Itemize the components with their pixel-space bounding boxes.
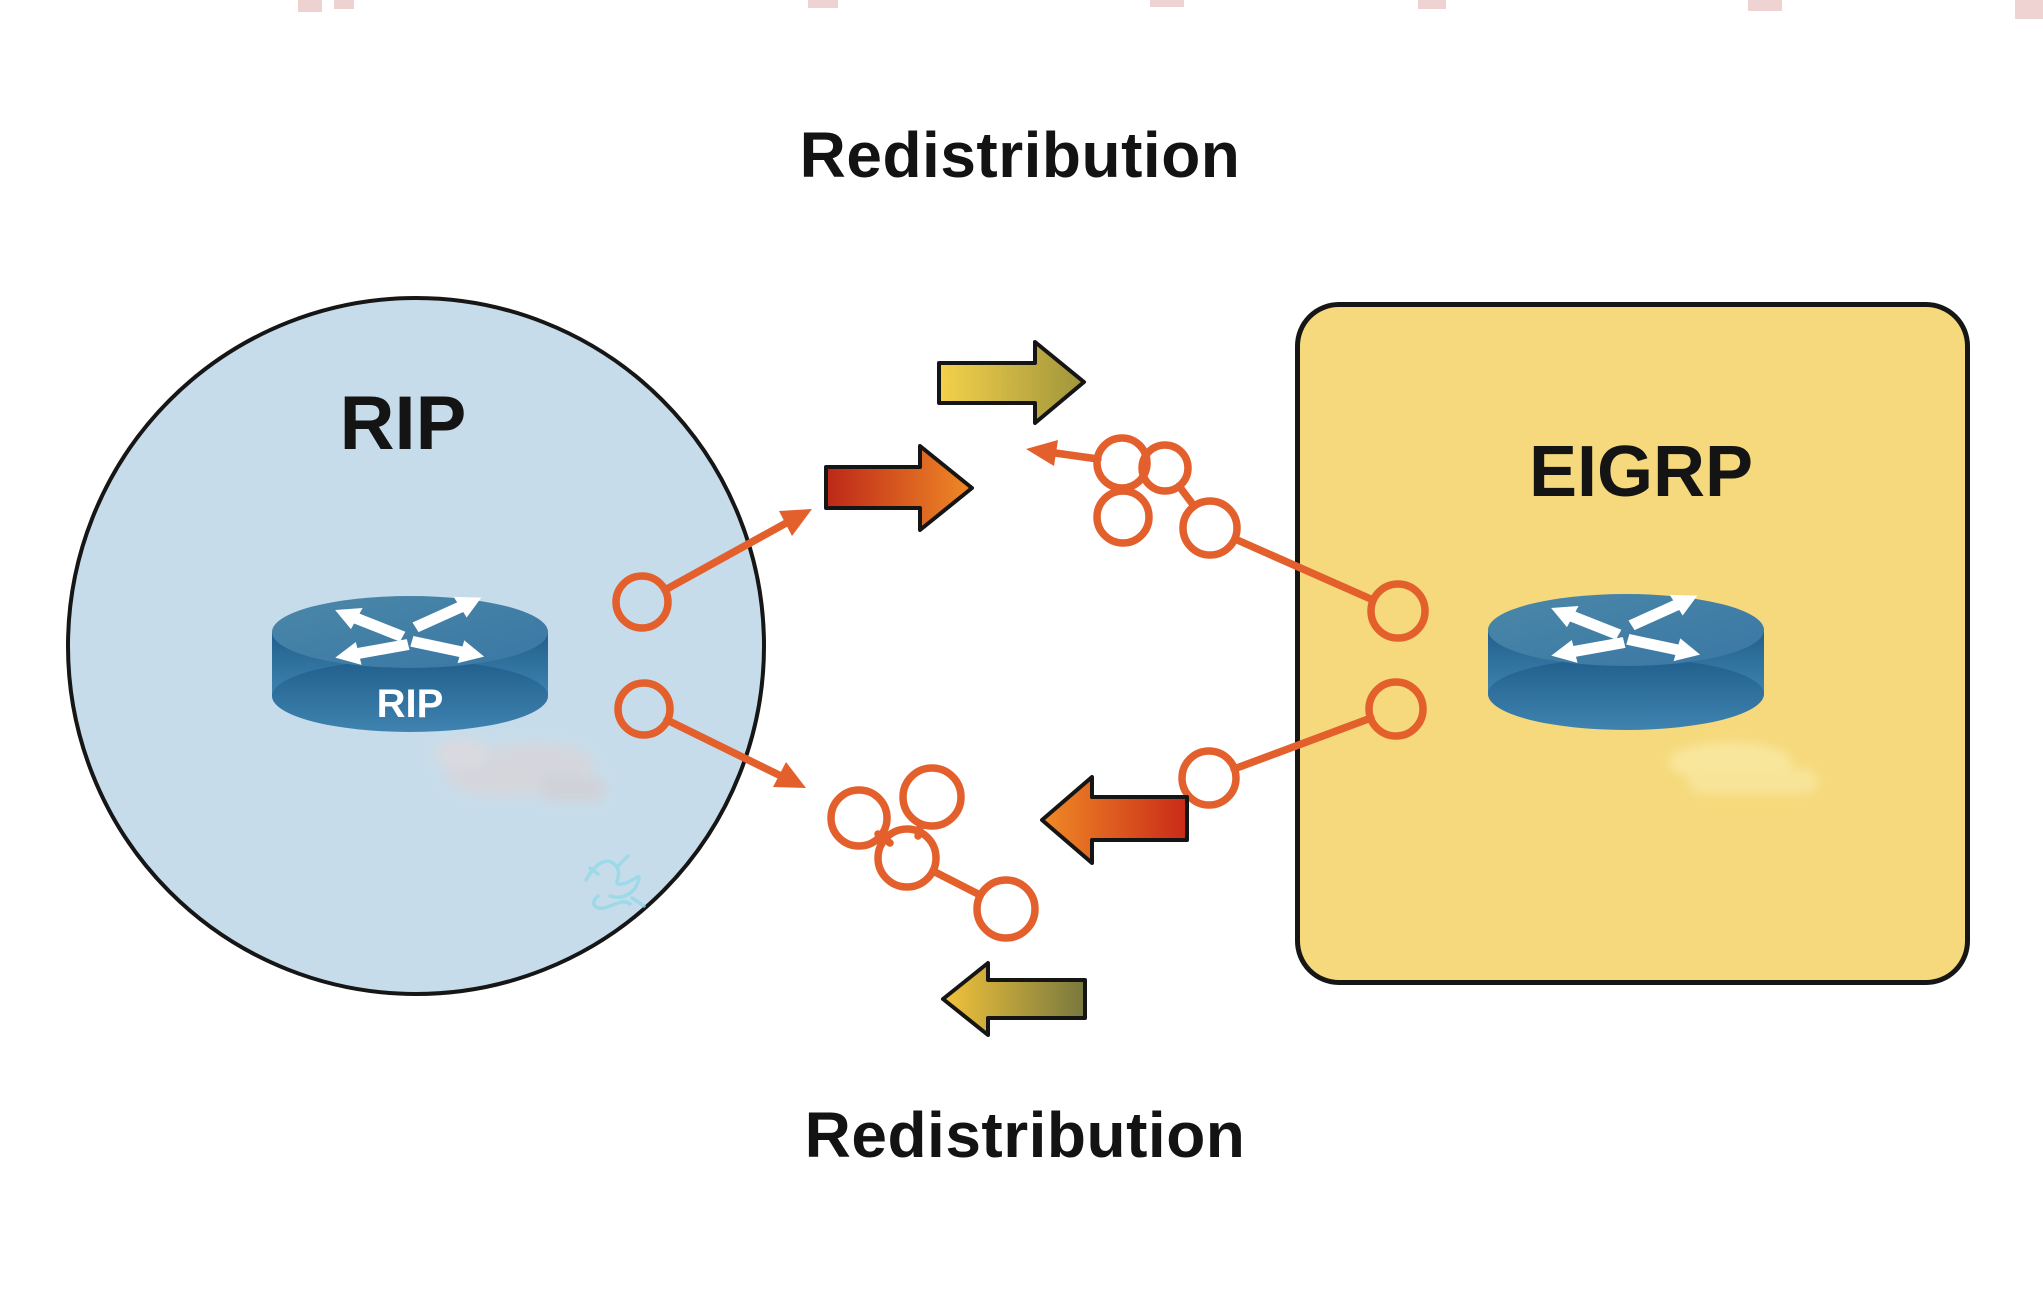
eigrp-router-icon	[1488, 585, 1764, 730]
route-node	[1179, 497, 1241, 559]
route-node	[1367, 580, 1429, 642]
top-edge-artifacts	[298, 0, 2043, 19]
connector-arrowheads	[773, 440, 1058, 788]
arrow-left-yellow	[941, 961, 1087, 1037]
connector-bottom-gh	[929, 867, 984, 899]
route-node	[899, 764, 965, 830]
route-node	[1138, 441, 1192, 495]
title-redistribution-top: Redistribution	[799, 119, 1241, 191]
arrowhead-cluster-left	[1026, 440, 1058, 466]
route-node	[1365, 678, 1427, 740]
rip-router-label: RIP	[376, 682, 444, 726]
redistribution-arrows	[824, 340, 1189, 1037]
connector-eigrp-to-node	[1230, 714, 1375, 773]
route-node	[1093, 487, 1153, 547]
title-redistribution-bottom: Redistribution	[804, 1099, 1246, 1171]
connector-cluster-top-link	[1175, 482, 1198, 510]
route-node	[612, 572, 672, 632]
route-node-circles	[612, 434, 1429, 942]
route-node	[874, 825, 940, 891]
arrow-right-red	[824, 444, 974, 532]
watermark-smudge-yellow	[1668, 742, 1818, 794]
arrowhead-to-eigrp-upper	[779, 509, 812, 536]
rip-domain-label: RIP	[339, 381, 467, 466]
arrowhead-to-rip-lower	[773, 762, 806, 788]
watermark-smudge-gray	[434, 738, 606, 802]
connector-rip-lower	[663, 716, 785, 780]
connector-cluster-top-arrow	[1044, 448, 1102, 463]
connector-rip-upper	[661, 518, 792, 594]
eigrp-domain-label: EIGRP	[1528, 432, 1754, 512]
connector-cluster-to-eigrp	[1231, 535, 1377, 604]
route-node	[1178, 747, 1240, 809]
arrow-left-orange	[1040, 775, 1189, 865]
arrow-right-yellow	[937, 340, 1086, 425]
watermark-scribble-cyan	[584, 854, 646, 911]
route-node	[973, 876, 1039, 942]
route-node	[614, 679, 674, 739]
route-node	[827, 786, 891, 850]
route-connectors	[661, 448, 1377, 899]
